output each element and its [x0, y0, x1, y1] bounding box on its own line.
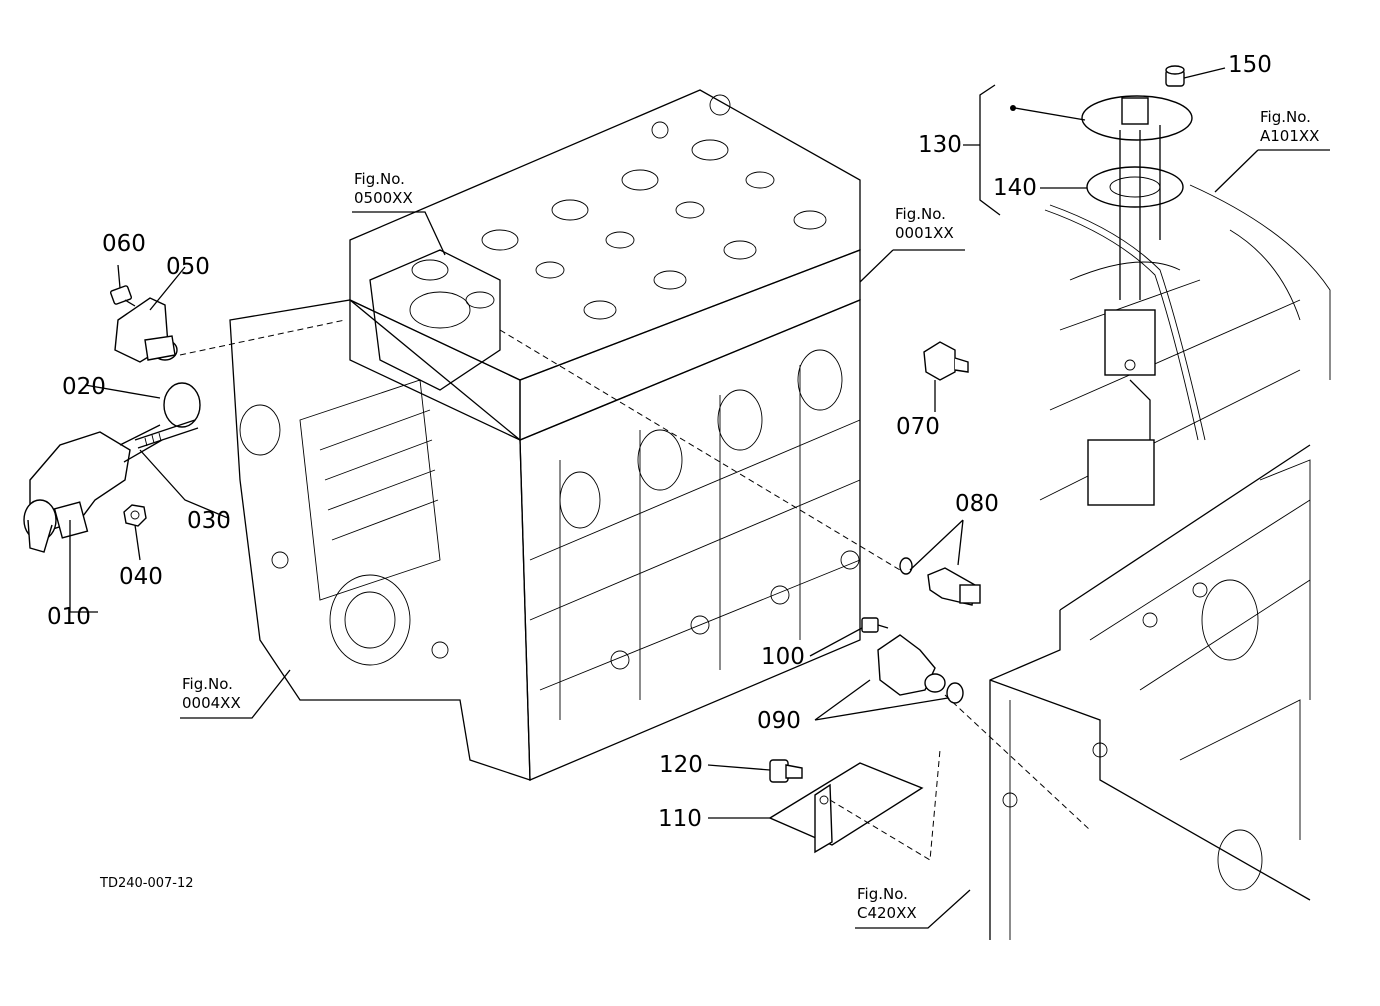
figure-ref-caption: Fig.No.: [895, 205, 946, 223]
part-label-150[interactable]: 150: [1228, 52, 1272, 78]
figure-ref-number: C420XX: [857, 903, 917, 922]
part-020-o-ring: [163, 382, 201, 428]
part-label-110[interactable]: 110: [658, 806, 702, 832]
part-label-080[interactable]: 080: [955, 491, 999, 517]
part-070-switch: [923, 341, 969, 381]
fuel-tank-outline: [1039, 184, 1331, 501]
figure-ref-caption: Fig.No.: [354, 170, 405, 188]
part-label-040[interactable]: 040: [119, 564, 163, 590]
figure-ref-number: 0001XX: [895, 223, 954, 242]
part-label-120[interactable]: 120: [659, 752, 703, 778]
engine-block: [229, 89, 861, 781]
figure-ref-0500xx[interactable]: Fig.No. 0500XX: [354, 170, 413, 208]
figure-ref-0001xx[interactable]: Fig.No. 0001XX: [895, 205, 954, 243]
part-label-100[interactable]: 100: [761, 644, 805, 670]
figure-ref-number: A101XX: [1260, 126, 1320, 145]
part-label-060[interactable]: 060: [102, 231, 146, 257]
part-040-nut: [123, 504, 147, 527]
part-010-sensor-elbow: [23, 424, 163, 553]
drawing-code: TD240-007-12: [100, 876, 194, 891]
part-060-bolt: [110, 285, 136, 307]
leader-lines: [69, 67, 1330, 929]
part-120-bolt: [769, 759, 803, 783]
part-label-050[interactable]: 050: [166, 254, 210, 280]
part-label-030[interactable]: 030: [187, 508, 231, 534]
figure-ref-a101xx[interactable]: Fig.No. A101XX: [1260, 108, 1319, 146]
figure-ref-caption: Fig.No.: [182, 675, 233, 693]
figure-ref-caption: Fig.No.: [857, 885, 908, 903]
part-label-140[interactable]: 140: [993, 175, 1037, 201]
part-110-bracket: [768, 762, 924, 854]
fuel-sender-unit: [1044, 95, 1206, 506]
part-090-sensor: [877, 634, 964, 704]
part-050-sensor: [114, 297, 178, 363]
part-080-sensor: [899, 557, 981, 606]
part-030-stud: [134, 419, 199, 449]
part-label-130[interactable]: 130: [918, 132, 962, 158]
part-150-bolt: [1165, 65, 1185, 87]
part-label-070[interactable]: 070: [896, 414, 940, 440]
part-100-bolt: [861, 617, 889, 633]
transmission-housing: [989, 444, 1311, 940]
figure-ref-number: 0500XX: [354, 188, 413, 207]
part-label-020[interactable]: 020: [62, 374, 106, 400]
part-label-010[interactable]: 010: [47, 604, 91, 630]
figure-ref-0004xx[interactable]: Fig.No. 0004XX: [182, 675, 241, 713]
part-label-090[interactable]: 090: [757, 708, 801, 734]
figure-ref-c420xx[interactable]: Fig.No. C420XX: [857, 885, 917, 923]
figure-ref-caption: Fig.No.: [1260, 108, 1311, 126]
figure-ref-number: 0004XX: [182, 693, 241, 712]
